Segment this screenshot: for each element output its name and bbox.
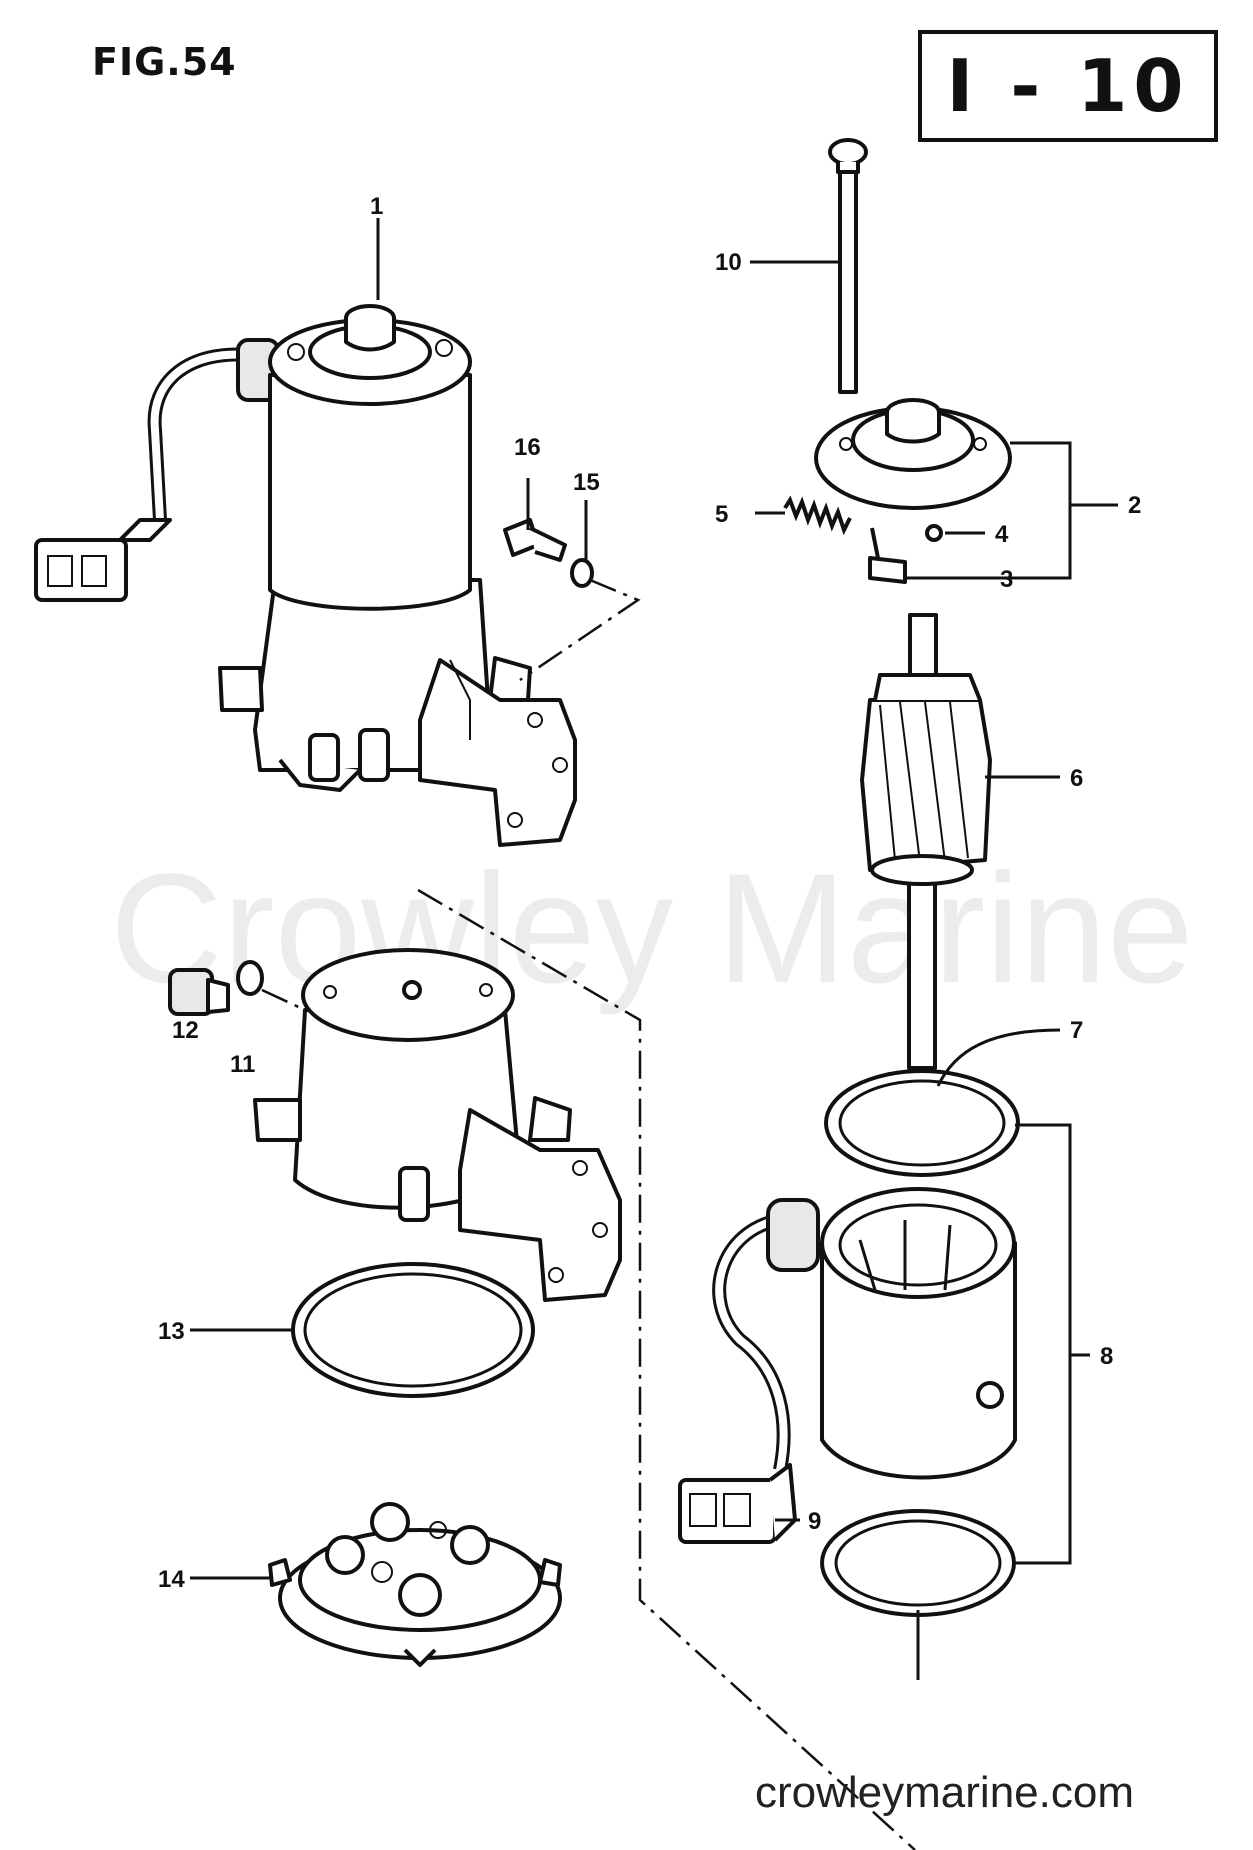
part-13-housing-o-ring xyxy=(291,1262,535,1398)
callout-12: 12 xyxy=(172,1017,199,1044)
upper-o-ring xyxy=(824,1069,1020,1177)
part-16-bolt xyxy=(503,518,567,562)
bracket-8 xyxy=(1015,1123,1072,1565)
part-9-stator-connector xyxy=(678,1463,797,1544)
callout-6: 6 xyxy=(1070,765,1083,792)
part-14-end-plate xyxy=(268,1502,562,1667)
page-code: I - 10 xyxy=(946,44,1190,128)
part-4-small-ring xyxy=(925,524,943,542)
watermark: Crowley Marine xyxy=(110,842,1194,1016)
assembly-line-main xyxy=(417,888,916,1850)
part-6-armature xyxy=(860,613,992,1070)
motor-can xyxy=(268,373,472,611)
part-11-o-ring xyxy=(236,960,264,996)
part-12-fill-plug xyxy=(168,968,230,1016)
callout-10: 10 xyxy=(715,249,742,276)
callout-15: 15 xyxy=(573,469,600,496)
page-code-box: I - 10 xyxy=(918,30,1218,142)
leader-lines xyxy=(190,218,1118,1580)
callout-2: 2 xyxy=(1128,492,1141,519)
callout-1: 1 xyxy=(370,193,383,220)
part-15-washer xyxy=(570,558,594,588)
part-8-stator-housing xyxy=(712,1069,1020,1617)
part-3-brush xyxy=(868,527,907,584)
motor-mount-bracket xyxy=(418,658,577,847)
lower-o-ring xyxy=(820,1509,1016,1617)
callout-9: 9 xyxy=(808,1508,821,1535)
part-10-through-bolt xyxy=(828,138,868,394)
callout-7: 7 xyxy=(1070,1017,1083,1044)
callout-labels: 1 2 3 4 5 6 7 8 9 10 11 12 13 14 15 16 xyxy=(158,193,1141,1593)
part-2-end-cap xyxy=(814,398,1012,510)
assembly-line-15 xyxy=(519,578,641,682)
part-5-brush-spring xyxy=(783,495,852,536)
callout-5: 5 xyxy=(715,501,728,528)
callout-13: 13 xyxy=(158,1318,185,1345)
callout-3: 3 xyxy=(1000,566,1013,593)
callout-11: 11 xyxy=(230,1051,255,1078)
footer-site-text: crowleymarine.com xyxy=(755,1768,1134,1817)
part-1-motor-assembly xyxy=(34,304,577,847)
callout-16: 16 xyxy=(514,434,541,461)
pump-housing xyxy=(253,948,622,1302)
figure-label: FIG.54 xyxy=(92,40,237,84)
assembly-line-11 xyxy=(261,988,306,1012)
callout-8: 8 xyxy=(1100,1343,1113,1370)
callout-4: 4 xyxy=(995,521,1009,548)
callout-14: 14 xyxy=(158,1566,185,1593)
bracket-2 xyxy=(920,441,1072,580)
